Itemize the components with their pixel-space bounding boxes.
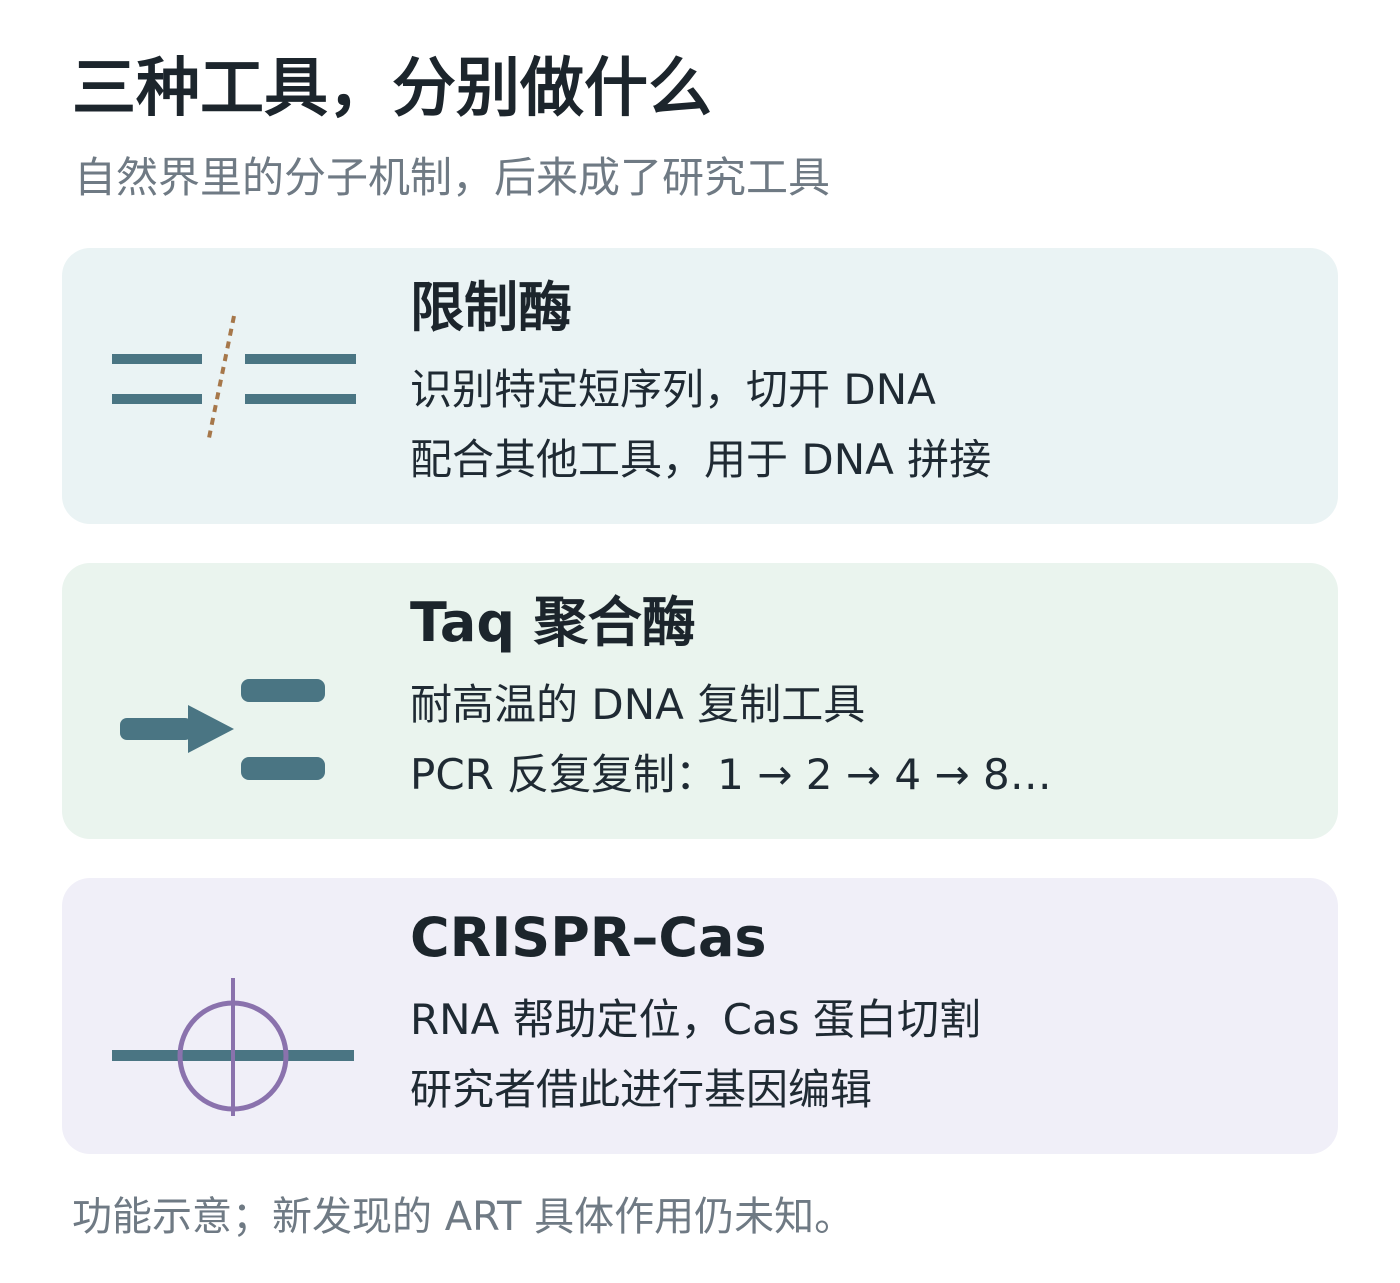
card-title: 限制酶 (410, 276, 572, 339)
card-title: Taq 聚合酶 (410, 591, 696, 654)
card-taq-polymerase: Taq 聚合酶 耐高温的 DNA 复制工具 PCR 反复复制：1 → 2 → 4… (62, 563, 1338, 839)
page-subtitle: 自然界里的分子机制，后来成了研究工具 (74, 153, 831, 202)
target-crosshair-icon (112, 978, 354, 1116)
card-description: PCR 反复复制：1 → 2 → 4 → 8… (410, 750, 1052, 799)
page-title: 三种工具，分别做什么 (72, 52, 712, 126)
card-crispr-cas: CRISPR–Cas RNA 帮助定位，Cas 蛋白切割 研究者借此进行基因编辑 (62, 878, 1338, 1154)
card-restriction-enzyme: 限制酶 识别特定短序列，切开 DNA 配合其他工具，用于 DNA 拼接 (62, 248, 1338, 524)
card-title: CRISPR–Cas (410, 906, 767, 969)
card-description: RNA 帮助定位，Cas 蛋白切割 (410, 995, 981, 1044)
card-description: 研究者借此进行基因编辑 (410, 1065, 873, 1114)
card-description: 配合其他工具，用于 DNA 拼接 (410, 435, 992, 484)
dna-copy-arrow-icon (120, 679, 325, 780)
dna-cut-icon (112, 315, 356, 439)
card-description: 耐高温的 DNA 复制工具 (410, 680, 866, 729)
footnote: 功能示意；新发现的 ART 具体作用仍未知。 (72, 1194, 855, 1240)
card-description: 识别特定短序列，切开 DNA (410, 365, 936, 414)
